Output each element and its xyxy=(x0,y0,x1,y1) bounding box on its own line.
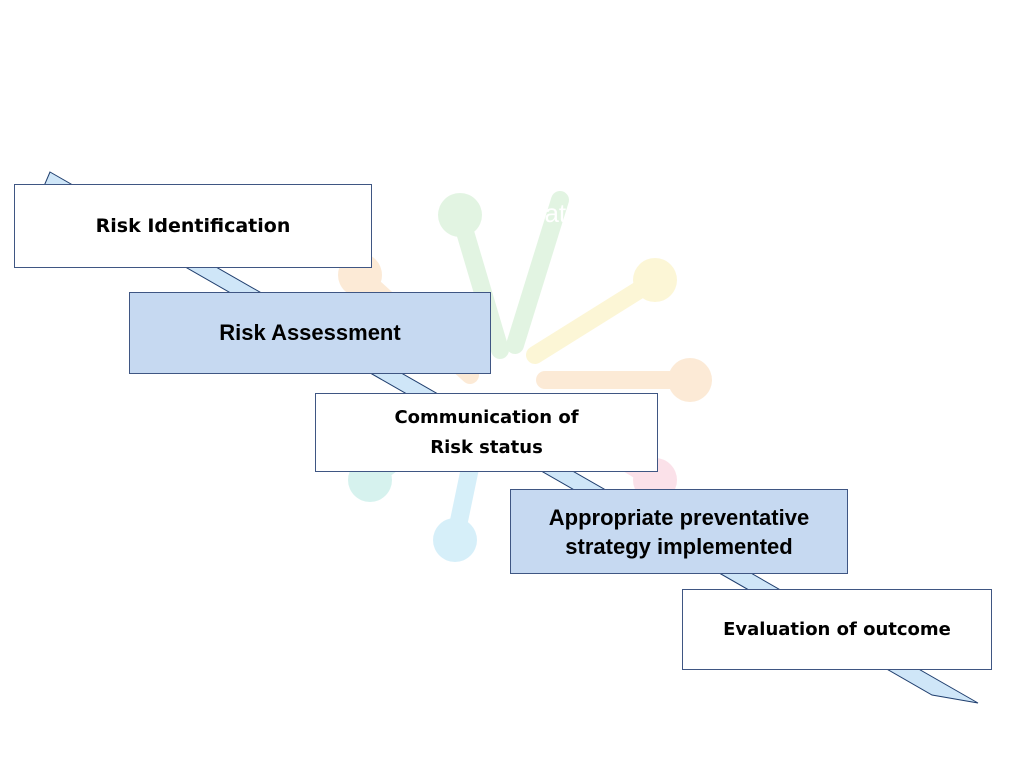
step-label: Risk Assessment xyxy=(219,320,401,345)
step-label: Appropriate preventative strategy implem… xyxy=(548,504,810,559)
step-risk-assessment: Risk Assessment xyxy=(129,292,491,374)
step-risk-identification: Risk Identification xyxy=(14,184,372,268)
step-preventative-strategy: Appropriate preventative strategy implem… xyxy=(510,489,848,574)
step-label: Communication of Risk status xyxy=(394,406,579,458)
step-communication-of-risk-status: Communication of Risk status xyxy=(315,393,658,472)
step-evaluation-of-outcome: Evaluation of outcome xyxy=(682,589,992,670)
step-label: Risk Identification xyxy=(95,215,291,237)
step-label: Evaluation of outcome xyxy=(723,619,951,640)
watermark-text: nat xyxy=(530,198,567,228)
